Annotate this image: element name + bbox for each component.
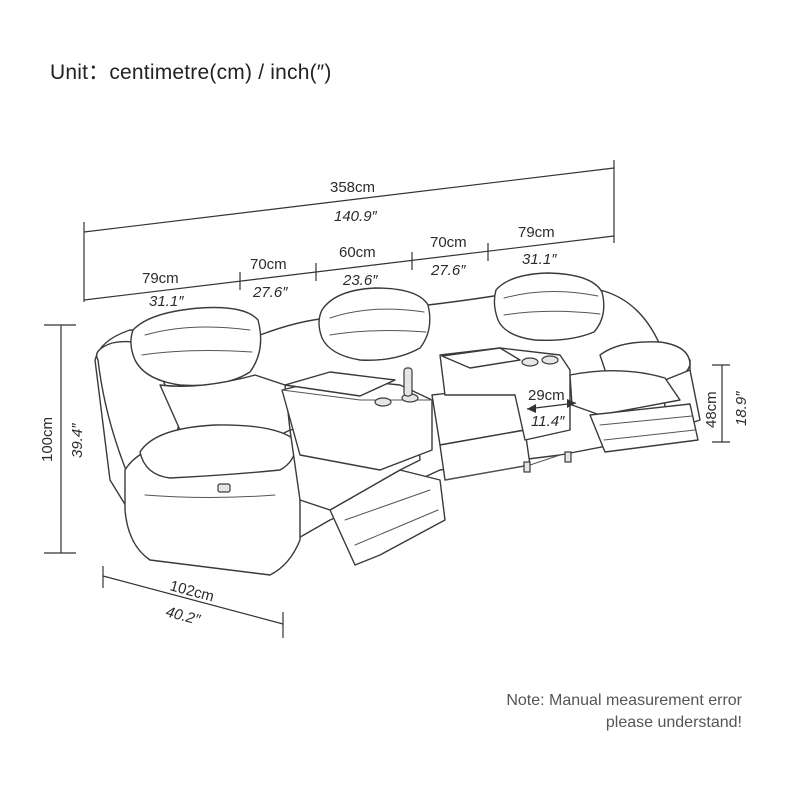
- segment-3-inch: 23.6″: [342, 272, 378, 289]
- right-console-lid: [441, 347, 521, 369]
- console-width-dimension: 29cm 11.4″: [526, 387, 577, 430]
- segment-5-cm: 79cm: [518, 224, 555, 241]
- left-recline-button: [217, 483, 231, 493]
- segment-4-inch: 27.6″: [430, 262, 466, 279]
- total-length-dimension: 358cm 140.9″: [83, 160, 615, 302]
- segment-2-inch: 27.6″: [252, 284, 288, 301]
- depth-cm: 102cm: [168, 577, 216, 605]
- console-width-arrow-left: [527, 404, 536, 413]
- segment-1-cm: 79cm: [142, 270, 179, 287]
- right-seat: [569, 369, 681, 416]
- right-headrest: [493, 272, 605, 342]
- segment-line: [83, 235, 615, 301]
- measurement-note: Note: Manual measurement error please un…: [506, 690, 742, 734]
- total-length-inch: 140.9″: [334, 208, 378, 225]
- left-headrest-stitch-2: [141, 350, 253, 356]
- console-width-inch: 11.4″: [531, 413, 565, 430]
- right-footrest-seam: [599, 415, 693, 426]
- middle-headrest: [318, 287, 431, 361]
- right-headrest-stitch-2: [503, 310, 601, 316]
- segment-1-inch: 31.1″: [149, 293, 184, 310]
- height-dimension: 100cm 39.4″: [39, 324, 86, 554]
- segment-3-cm: 60cm: [339, 244, 376, 261]
- segment-5-inch: 31.1″: [522, 251, 557, 268]
- sofa-illustration: [94, 272, 701, 576]
- height-cm: 100cm: [39, 417, 56, 462]
- left-console-lid: [284, 371, 396, 397]
- unit-title: Unit：centimetre(cm) / inch(″): [50, 61, 332, 84]
- right-cupholder-2: [541, 355, 559, 365]
- depth-line: [102, 575, 284, 625]
- left-footrest-seam-2: [354, 509, 439, 546]
- total-length-line: [83, 167, 615, 233]
- console-width-cm: 29cm: [528, 387, 565, 404]
- sofa-leg-2: [564, 451, 572, 463]
- middle-headrest-stitch-2: [329, 330, 427, 336]
- left-headrest-stitch: [144, 326, 251, 336]
- left-cupholder-1: [374, 397, 392, 407]
- right-footrest: [589, 403, 699, 453]
- segment-4-cm: 70cm: [430, 234, 467, 251]
- left-base-seam: [144, 494, 276, 498]
- left-footrest-seam: [344, 489, 431, 521]
- console-width-arrow-right: [567, 399, 576, 408]
- sofa-leg-1: [523, 461, 531, 473]
- left-seat-back: [159, 374, 291, 441]
- right-cupholder-1: [521, 357, 539, 367]
- left-headrest: [130, 306, 262, 387]
- seat-height-inch: 18.9″: [733, 391, 750, 426]
- note-line-1: Note: Manual measurement error: [506, 692, 742, 709]
- segment-dimensions: 79cm 31.1″ 70cm 27.6″ 60cm 23.6″ 70cm 27…: [83, 224, 615, 310]
- height-inch: 39.4″: [69, 423, 86, 458]
- depth-dimension: 102cm 40.2″: [102, 566, 284, 638]
- middle-headrest-stitch: [329, 308, 425, 319]
- total-length-cm: 358cm: [330, 179, 375, 196]
- right-console: [439, 347, 571, 441]
- right-headrest-stitch: [503, 291, 599, 299]
- seat-height-cm: 48cm: [703, 391, 720, 428]
- note-line-2: please understand!: [605, 714, 742, 731]
- seat-height-dimension: 48cm 18.9″: [703, 364, 750, 443]
- segment-2-cm: 70cm: [250, 256, 287, 273]
- right-footrest-seam-2: [603, 429, 696, 441]
- depth-inch: 40.2″: [164, 603, 202, 629]
- bottle: [403, 367, 413, 397]
